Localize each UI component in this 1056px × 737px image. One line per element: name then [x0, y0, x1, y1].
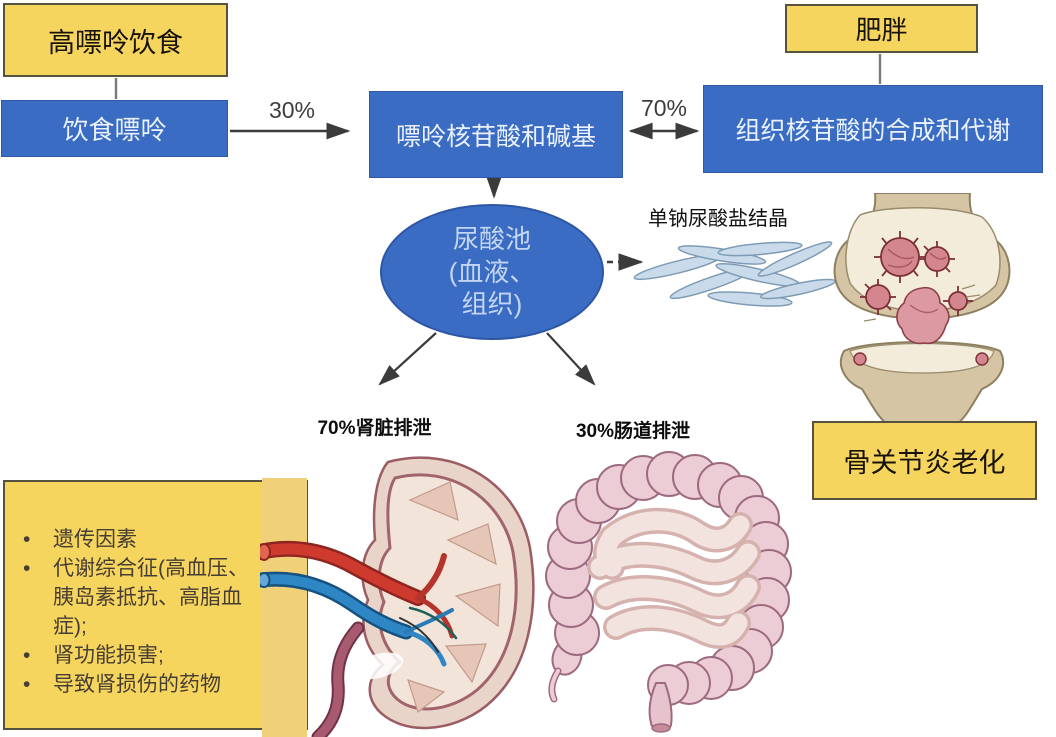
pool-line-2: (血液、: [448, 256, 536, 287]
node-purine-nucleotides-bases: 嘌呤核苷酸和碱基: [369, 91, 623, 178]
arrow-pool-to-kidney: [378, 332, 437, 386]
risk-factors-panel: 遗传因素 代谢综合征(高血压、胰岛素抵抗、高脂血症); 肾功能损害; 导致肾损伤…: [3, 480, 308, 730]
label-intestine-excretion: 30%肠道排泄: [575, 421, 691, 442]
label-msu-crystals: 单钠尿酸盐结晶: [648, 208, 788, 230]
node-obesity: 肥胖: [785, 4, 978, 53]
intestine-illustration: [545, 451, 792, 733]
small-intestine: [587, 507, 761, 649]
renal-pyramids: [407, 481, 501, 714]
large-intestine: [545, 451, 792, 706]
label-70pct: 70%: [640, 95, 688, 121]
node-dietary-purine: 饮食嘌呤: [1, 100, 228, 157]
renal-vessels: [260, 540, 458, 667]
risk-factor-item: 代谢综合征(高血压、胰岛素抵抗、高脂血症);: [23, 555, 265, 642]
label-30pct: 30%: [268, 97, 316, 123]
ureter: [311, 621, 365, 737]
central-tophus: [896, 286, 950, 345]
pool-line-1: 尿酸池: [452, 224, 531, 255]
risk-factors-list: 遗传因素 代谢综合征(高血压、胰岛素抵抗、高脂血症); 肾功能损害; 导致肾损伤…: [5, 526, 306, 700]
msu-crystals-illustration: [633, 241, 836, 307]
pool-line-3: 组织): [461, 289, 523, 320]
joint-illustration: [833, 193, 1011, 427]
kidney-illustration: [260, 456, 535, 737]
label-kidney-excretion: 70%肾脏排泄: [317, 418, 432, 439]
risk-factor-item: 肾功能损害;: [23, 642, 265, 671]
arrow-pool-to-intestine: [546, 332, 596, 386]
node-tissue-nucleotide-synthesis: 组织核苷酸的合成和代谢: [703, 85, 1043, 173]
risk-factor-item: 导致肾损伤的药物: [23, 671, 265, 700]
risk-factor-item: 遗传因素: [23, 526, 265, 555]
node-high-purine-diet: 高嘌呤饮食: [3, 3, 228, 77]
node-uric-acid-pool: 尿酸池 (血液、 组织): [380, 204, 604, 340]
kidney-image-background: [262, 478, 307, 737]
uric-acid-pool-text: 尿酸池 (血液、 组织): [449, 223, 536, 321]
node-osteoarthritis-aging: 骨关节炎老化: [812, 421, 1037, 500]
